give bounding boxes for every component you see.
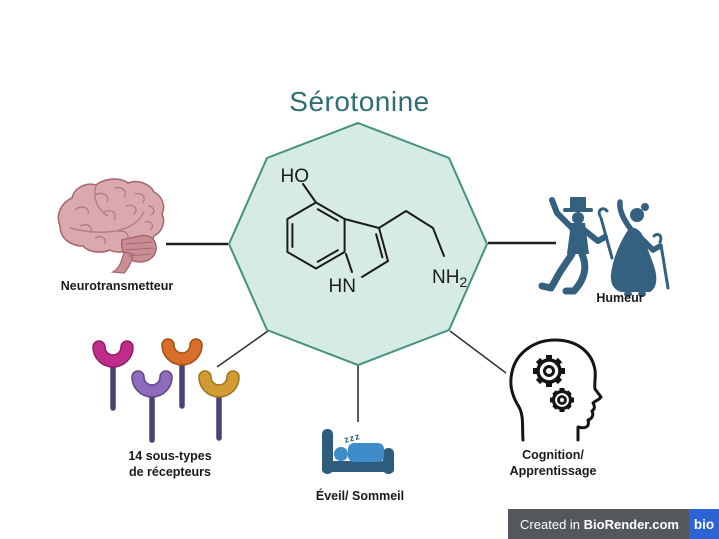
label-cognition-line1: Cognition/ xyxy=(522,448,584,462)
receptors-icon xyxy=(92,338,240,443)
biorender-logo-icon: bio xyxy=(689,509,719,539)
atom-label-nh2: NH2 xyxy=(432,267,467,290)
atom-label-ho: HO xyxy=(281,166,310,187)
atom-label-hn: HN xyxy=(329,276,356,297)
dancing-couple-icon xyxy=(538,197,670,297)
label-receptors: 14 sous-types de récepteurs xyxy=(100,448,240,480)
brain-icon xyxy=(57,178,165,274)
connector-lines xyxy=(166,241,556,422)
biorender-watermark[interactable]: Created in BioRender.com bio xyxy=(508,509,719,539)
sleep-bed-icon: zzz xyxy=(322,429,394,474)
connector-bottom-right xyxy=(449,330,507,374)
label-neurotransmetteur: Neurotransmetteur xyxy=(60,279,174,293)
label-receptors-line2: de récepteurs xyxy=(129,465,211,479)
serotonin-octagon xyxy=(227,121,489,367)
gear-icon xyxy=(533,355,565,387)
head-gears-icon xyxy=(509,338,603,442)
connector-bottom-left xyxy=(216,330,269,368)
label-receptors-line1: 14 sous-types xyxy=(128,449,212,463)
serotonin-structure: HO HN NH2 xyxy=(281,166,468,297)
label-cognition-line2: Apprentissage xyxy=(509,464,597,478)
page-title: Sérotonine xyxy=(289,86,430,117)
gear-icon-small xyxy=(550,388,574,412)
watermark-text: Created in BioRender.com xyxy=(520,516,679,532)
zzz-label: zzz xyxy=(343,431,361,445)
label-cognition: Cognition/ Apprentissage xyxy=(483,447,623,479)
label-humeur: Humeur xyxy=(596,291,644,305)
label-eveil-sommeil: Éveil/ Sommeil xyxy=(315,489,405,503)
